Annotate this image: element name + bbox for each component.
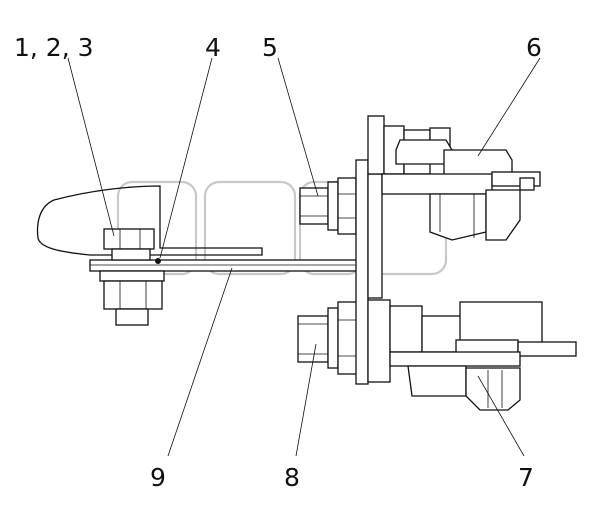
device-6 [367, 115, 541, 241]
label-9: 9 [150, 463, 166, 492]
cover-plate [36, 185, 263, 256]
bolt-assembly-1-2-3 [99, 228, 165, 326]
label-6: 6 [526, 33, 542, 62]
washer-4 [155, 258, 161, 264]
leader-lines [67, 57, 541, 457]
device-7 [389, 301, 577, 411]
label-8: 8 [284, 463, 300, 492]
label-5: 5 [262, 33, 278, 62]
mounting-flange [355, 159, 391, 385]
label-7: 7 [518, 463, 534, 492]
fitting-5 [299, 177, 357, 235]
label-1-2-3: 1, 2, 3 [14, 33, 94, 62]
label-4: 4 [205, 33, 221, 62]
fitting-8 [297, 301, 359, 375]
plate [89, 259, 359, 272]
